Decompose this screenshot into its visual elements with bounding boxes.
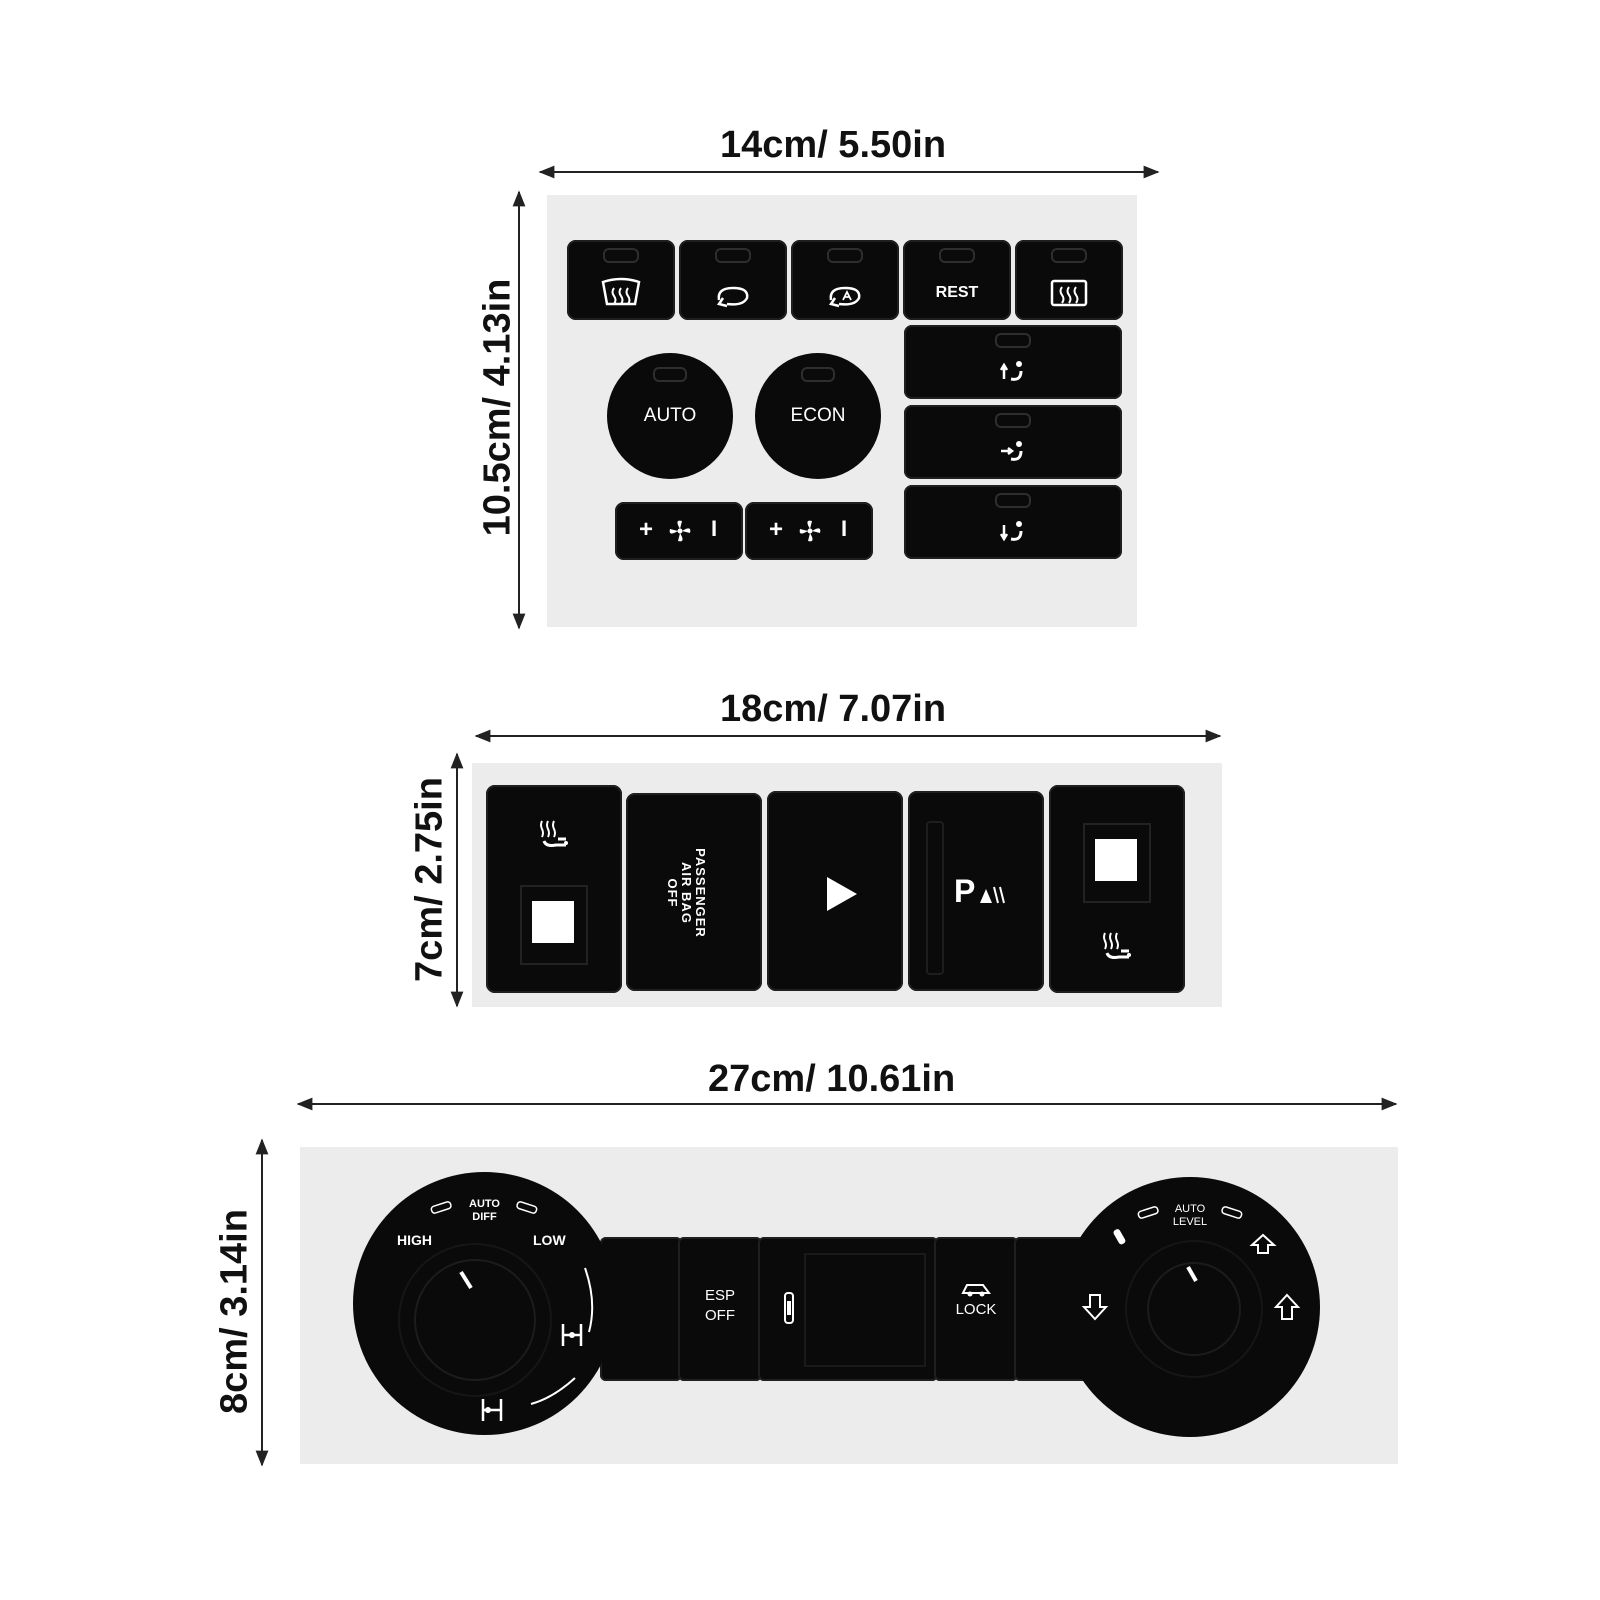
auto-button[interactable]: AUTO [607, 353, 733, 479]
fan-plus-label: + [639, 516, 654, 543]
front-defrost-button[interactable] [567, 240, 675, 320]
indicator-led [603, 248, 639, 263]
axle-high-icon [561, 1324, 583, 1346]
recirculation-icon [716, 286, 749, 308]
play-button[interactable] [767, 791, 903, 991]
auto-level-label-1: AUTO [1174, 1203, 1206, 1215]
sheet2-height-label: 7cm/ 2.75in [408, 777, 451, 982]
axle-low-icon [481, 1399, 503, 1421]
park-assist-button[interactable]: P [908, 791, 1044, 991]
fan-speed-left-button[interactable]: + I [615, 502, 743, 560]
heated-seat-right-button[interactable] [1049, 785, 1185, 993]
park-sensor-icon [980, 886, 1005, 904]
vent-upper-button[interactable] [904, 325, 1122, 399]
rear-defrost-button[interactable] [1015, 240, 1123, 320]
indicator-led [827, 248, 863, 263]
econ-button[interactable]: ECON [755, 353, 881, 479]
sticker-sheet-terrain: ESP OFF LOCK AUTO DIFF HIGH LOW [300, 1147, 1398, 1464]
indicator-window [520, 885, 588, 965]
auto-diff-label-2: DIFF [472, 1211, 497, 1223]
play-triangle-icon [827, 877, 857, 911]
sheet3-height-label: 8cm/ 3.14in [213, 1209, 256, 1414]
vehicle-icon [961, 1284, 991, 1297]
vent-face-icon [1001, 441, 1023, 461]
heated-seat-left-button[interactable] [486, 785, 622, 993]
sheet1-width-label: 14cm/ 5.50in [720, 124, 947, 166]
indicator-led [653, 367, 687, 382]
low-label: LOW [533, 1232, 566, 1248]
dial-markings-left [398, 1201, 594, 1405]
ride-height-dial-right[interactable]: AUTO LEVEL [1060, 1177, 1320, 1437]
front-defrost-icon [601, 277, 641, 306]
vent-feet-icon [999, 521, 1023, 542]
park-label: P [954, 873, 976, 909]
high-label: HIGH [397, 1232, 432, 1248]
rest-button[interactable]: REST [903, 240, 1011, 320]
indicator-window [1083, 823, 1151, 903]
indicator-light [532, 901, 574, 943]
sticker-sheet-console: PASSENGER AIR BAG OFF P [472, 763, 1222, 1007]
fan-icon [669, 520, 691, 542]
divider-groove [926, 821, 944, 975]
airbag-line-1: PASSENGER [693, 848, 708, 938]
auto-recirculation-button[interactable] [791, 240, 899, 320]
recirculation-button[interactable] [679, 240, 787, 320]
fan-icon [799, 520, 821, 542]
auto-diff-label-1: AUTO [469, 1198, 500, 1210]
dial-markings-right [1113, 1206, 1263, 1378]
esp-label: ESP [704, 1287, 735, 1304]
fan-speed-right-button[interactable]: + I [745, 502, 873, 560]
hill-descent-button[interactable] [758, 1237, 938, 1381]
sheet3-width-label: 27cm/ 10.61in [708, 1058, 956, 1100]
auto-level-label-2: LEVEL [1172, 1216, 1208, 1228]
esp-off-button[interactable]: ESP OFF [678, 1237, 762, 1381]
econ-label: ECON [790, 405, 846, 426]
indicator-led [995, 333, 1031, 348]
auto-recirculation-icon [828, 286, 861, 308]
raise-arrow-icon [1249, 1233, 1277, 1254]
airbag-label-group: PASSENGER AIR BAG OFF [665, 848, 708, 938]
center-recess [804, 1253, 926, 1367]
vent-lower-button[interactable] [904, 485, 1122, 559]
indicator-led [939, 248, 975, 263]
fan-plus-label: + [769, 516, 784, 543]
passenger-airbag-off-button[interactable]: PASSENGER AIR BAG OFF [626, 793, 762, 991]
lock-label: LOCK [955, 1301, 997, 1318]
sheet2-width-label: 18cm/ 7.07in [720, 688, 947, 730]
airbag-line-2: AIR BAG [679, 862, 694, 924]
indicator-led [1051, 248, 1087, 263]
lower-arrow-icon [1081, 1294, 1109, 1321]
indicator-led [715, 248, 751, 263]
sticker-sheet-climate: REST AUTO ECON + I + I [547, 195, 1137, 627]
sheet1-height-label: 10.5cm/ 4.13in [476, 278, 519, 537]
fan-minus-label: I [841, 516, 848, 541]
airbag-line-3: OFF [665, 878, 680, 908]
off-label: OFF [705, 1307, 735, 1324]
vent-up-icon [999, 361, 1023, 381]
rest-label: REST [935, 284, 979, 301]
auto-label: AUTO [643, 405, 697, 426]
indicator-led [995, 493, 1031, 508]
vent-middle-button[interactable] [904, 405, 1122, 479]
terrain-dial-left[interactable]: AUTO DIFF HIGH LOW [353, 1172, 616, 1435]
rear-defrost-icon [1050, 279, 1088, 307]
indicator-led [995, 413, 1031, 428]
up-arrow-icon [1273, 1293, 1301, 1320]
lock-button[interactable]: LOCK [934, 1237, 1018, 1381]
fan-minus-label: I [711, 516, 718, 541]
indicator-led [801, 367, 835, 382]
heated-seat-icon [540, 820, 568, 847]
indicator-light [1095, 839, 1137, 881]
heated-seat-icon [1103, 932, 1131, 959]
hill-descent-icon [784, 1292, 794, 1324]
